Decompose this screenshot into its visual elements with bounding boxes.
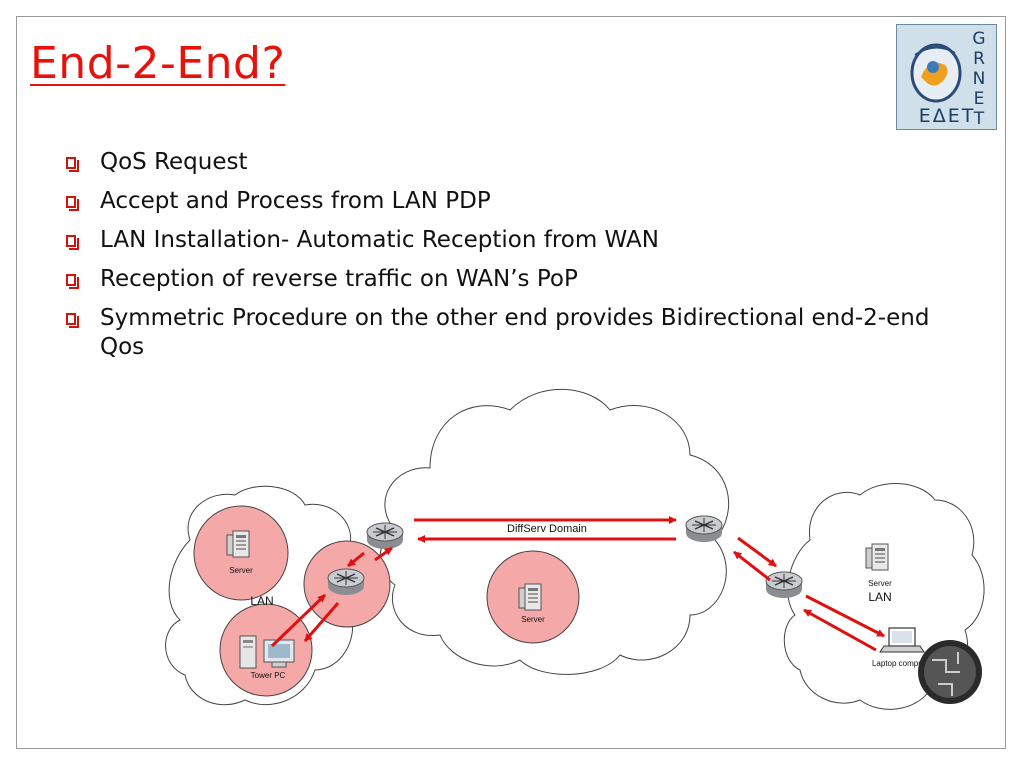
wan-cloud — [379, 388, 730, 675]
traffic-arrow — [737, 536, 777, 568]
traffic-arrow — [347, 551, 365, 568]
left-server-icon — [226, 530, 250, 558]
traffic-arrow — [805, 594, 885, 638]
bullet-item: Symmetric Procedure on the other end pro… — [60, 304, 940, 362]
bullet-list: QoS Request Accept and Process from LAN … — [60, 148, 940, 372]
grnet-logo: G R N E T ΕΔΕΤ — [896, 24, 997, 130]
center-server-label: Server — [521, 615, 545, 624]
router-icon — [765, 571, 803, 599]
logo-letter: G — [972, 29, 986, 49]
router-icon — [685, 515, 723, 543]
bullet-marker-icon — [66, 274, 79, 289]
logo-letter: R — [973, 49, 985, 69]
domain-label: DiffServ Domain — [507, 523, 587, 535]
router-icon — [366, 522, 404, 550]
logo-bottom-text: ΕΔΕΤ — [918, 105, 976, 127]
traffic-arrow — [733, 550, 771, 582]
bullet-marker-icon — [66, 313, 79, 328]
tower-pc-icon — [239, 635, 295, 669]
right-server-icon — [865, 543, 889, 571]
bullet-text: Symmetric Procedure on the other end pro… — [100, 305, 930, 360]
right-server-label: Server — [868, 579, 892, 588]
tower-pc-label: Tower PC — [251, 671, 286, 680]
bullet-marker-icon — [66, 157, 79, 172]
slide-title: End-2-End? — [30, 38, 286, 89]
bullet-text: LAN Installation- Automatic Reception fr… — [100, 227, 659, 253]
bullet-item: Accept and Process from LAN PDP — [60, 187, 940, 216]
logo-letter: T — [973, 109, 985, 129]
laptop-icon — [879, 627, 925, 653]
bullet-text: Reception of reverse traffic on WAN’s Po… — [100, 266, 578, 292]
logo-letter: N — [972, 69, 986, 89]
bullet-marker-icon — [66, 196, 79, 211]
logo-letters: G R N E T — [968, 29, 990, 129]
router-icon — [327, 568, 365, 596]
laptop-label: Laptop computer — [872, 659, 932, 668]
bullet-text: QoS Request — [100, 149, 248, 175]
bullet-item: LAN Installation- Automatic Reception fr… — [60, 226, 940, 255]
traffic-arrow — [270, 593, 327, 648]
grnet-emblem-icon — [910, 43, 962, 103]
right-lan-label: LAN — [868, 590, 891, 604]
bullet-marker-icon — [66, 235, 79, 250]
traffic-arrow — [374, 546, 393, 562]
bullet-item: QoS Request — [60, 148, 940, 177]
left-server-label: Server — [229, 566, 253, 575]
logo-letter: E — [973, 89, 985, 109]
circuit-emblem-icon — [918, 640, 982, 704]
bullet-item: Reception of reverse traffic on WAN’s Po… — [60, 265, 940, 294]
center-server-icon — [518, 583, 542, 611]
bullet-text: Accept and Process from LAN PDP — [100, 188, 491, 214]
left-lan-label: LAN — [250, 594, 273, 608]
traffic-arrow — [303, 602, 340, 642]
traffic-arrow — [803, 608, 877, 652]
slide-frame — [16, 16, 1006, 749]
